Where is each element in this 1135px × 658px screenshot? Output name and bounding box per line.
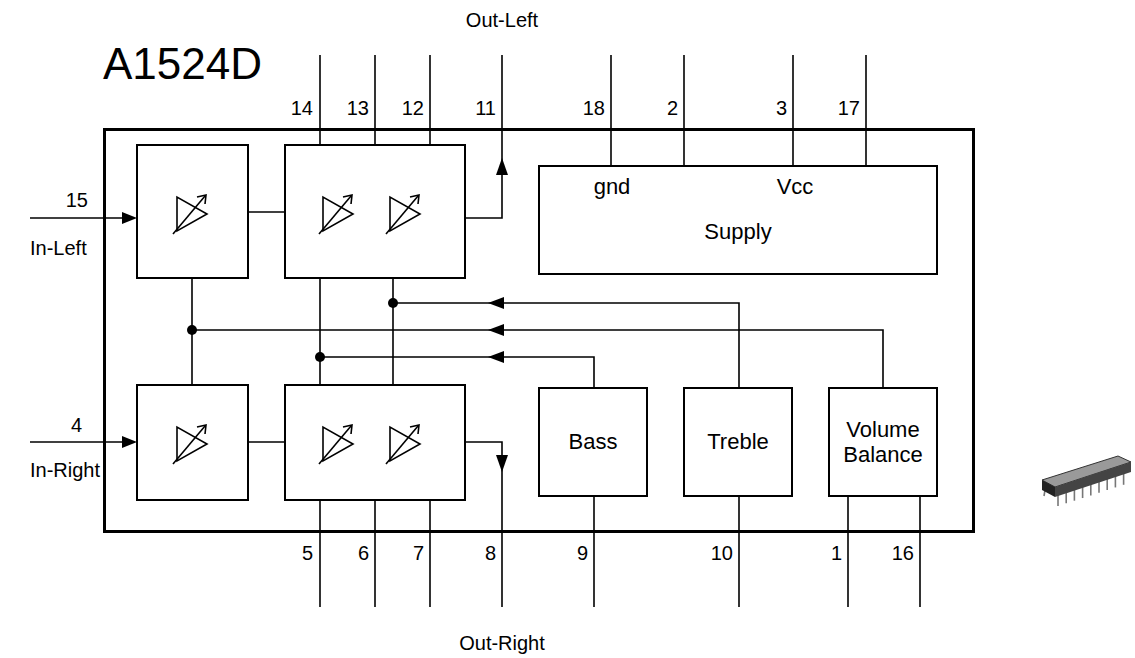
chip-side xyxy=(1042,480,1055,497)
tone-amp-box xyxy=(285,145,465,278)
pin-wire xyxy=(319,55,321,145)
pin-wire xyxy=(792,55,794,165)
amplifier-symbol xyxy=(319,195,353,234)
arrowhead xyxy=(122,436,137,448)
pin-wire xyxy=(319,500,321,607)
output-wire xyxy=(465,55,502,218)
arrowhead xyxy=(122,212,137,224)
ic-package: gndVccSupplyBassTrebleVolume BalanceA152… xyxy=(103,128,975,533)
control-wire xyxy=(393,303,739,387)
amplifier-symbol xyxy=(173,195,207,234)
signal-name: In-Right xyxy=(30,460,100,480)
pin-number: 16 xyxy=(892,543,914,563)
block-name: Volume Balance xyxy=(834,417,932,468)
pin-function: Vcc xyxy=(777,174,814,199)
pin-wire xyxy=(919,497,921,607)
preamp-box xyxy=(137,385,248,500)
block-name: Bass xyxy=(569,429,618,454)
pin-number: 15 xyxy=(66,190,88,210)
pin-number: 10 xyxy=(711,543,733,563)
amplifier-symbol xyxy=(319,425,353,464)
pin-number: 4 xyxy=(71,415,82,435)
arrowhead xyxy=(496,158,508,175)
arrowheads xyxy=(122,158,508,472)
block-name: Supply xyxy=(704,219,771,244)
junction-dot xyxy=(315,352,325,362)
tone-control-block: Bass xyxy=(538,387,648,497)
signal-name: Out-Right xyxy=(459,633,545,653)
pin-number: 5 xyxy=(302,543,313,563)
tone-amp-box xyxy=(285,385,465,500)
pin-wire xyxy=(683,55,685,165)
pin-function: gnd xyxy=(594,174,631,199)
pin-number: 3 xyxy=(776,98,787,118)
chip-front xyxy=(1055,462,1131,497)
output-wire xyxy=(465,442,502,607)
pin-wire xyxy=(738,497,740,607)
supply-block: gnd VccSupply xyxy=(538,165,938,275)
pin-wire xyxy=(847,497,849,607)
amplifier-symbol xyxy=(173,425,207,464)
pin-number: 12 xyxy=(402,98,424,118)
arrowhead xyxy=(496,455,508,472)
pin-number: 11 xyxy=(475,98,496,118)
pin-wire xyxy=(429,500,431,607)
wires xyxy=(30,55,920,607)
arrowhead xyxy=(488,297,504,309)
volume-control-block: Volume Balance xyxy=(828,387,938,497)
pin-number: 8 xyxy=(485,543,496,563)
pin-wire xyxy=(374,55,376,145)
pin-number: 7 xyxy=(413,543,424,563)
control-wire xyxy=(320,357,594,387)
pin-number: 17 xyxy=(838,98,860,118)
junction-dot xyxy=(187,325,197,335)
pin-wire xyxy=(865,55,867,165)
chip-picture xyxy=(1042,456,1131,506)
signal-name: In-Left xyxy=(30,238,87,258)
pin-wire xyxy=(429,55,431,145)
signal-name: Out-Left xyxy=(466,10,538,30)
pin-wire xyxy=(374,500,376,607)
tone-control-block: Treble xyxy=(683,387,793,497)
pin-number: 13 xyxy=(347,98,369,118)
input-wire xyxy=(30,217,130,219)
preamp-box xyxy=(137,145,248,278)
signal-wire xyxy=(248,441,285,443)
signal-wire xyxy=(248,211,285,213)
block-name: Treble xyxy=(707,429,769,454)
amplifier-symbol xyxy=(386,195,420,234)
junction-dot xyxy=(388,298,398,308)
pin-number: 9 xyxy=(577,543,588,563)
pin-number: 2 xyxy=(667,98,678,118)
control-wire xyxy=(319,278,321,385)
input-wire xyxy=(30,441,130,443)
pin-number: 6 xyxy=(358,543,369,563)
arrowhead xyxy=(488,351,504,363)
chip-title: A1524D xyxy=(103,42,262,86)
arrowhead xyxy=(488,324,504,336)
control-wire xyxy=(192,330,883,387)
pin-number: 18 xyxy=(583,98,605,118)
amplifier-symbol xyxy=(386,425,420,464)
pin-wire xyxy=(610,55,612,165)
pin-number: 1 xyxy=(831,543,842,563)
pin-number: 14 xyxy=(291,98,313,118)
control-wire xyxy=(392,278,394,385)
pin-wire xyxy=(593,497,595,607)
